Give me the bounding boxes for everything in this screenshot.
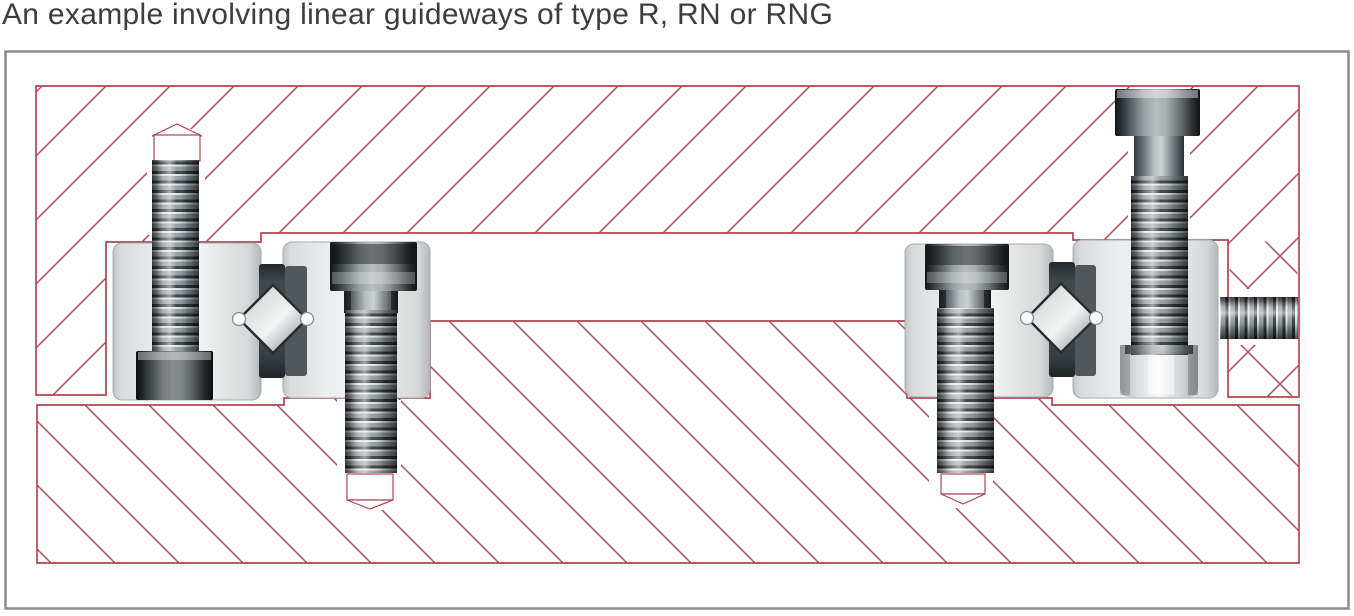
- left-roller-pin-right: [299, 311, 315, 327]
- tapped-hole-outline-bottom-right: [940, 473, 986, 505]
- tapped-hole-outline-top: [151, 123, 203, 162]
- carriage-clamp-screw: [1115, 89, 1200, 355]
- right-rail-counterbore: [1120, 345, 1198, 397]
- lateral-preload-set-screw: [1220, 297, 1298, 339]
- lower-rail-screw-right-unit: [925, 244, 1009, 473]
- left-roller-pin-left: [231, 311, 247, 327]
- right-roller-pin-left: [1019, 310, 1035, 326]
- upper-carriage-plate: [35, 85, 1300, 398]
- page-title: An example involving linear guideways of…: [2, 0, 834, 31]
- lower-rail-screw-left-unit: [330, 242, 417, 473]
- right-roller-pin-right: [1088, 310, 1104, 326]
- upper-rail-bolt-from-below: [136, 160, 213, 400]
- tapped-hole-outline-bottom-left: [346, 473, 394, 510]
